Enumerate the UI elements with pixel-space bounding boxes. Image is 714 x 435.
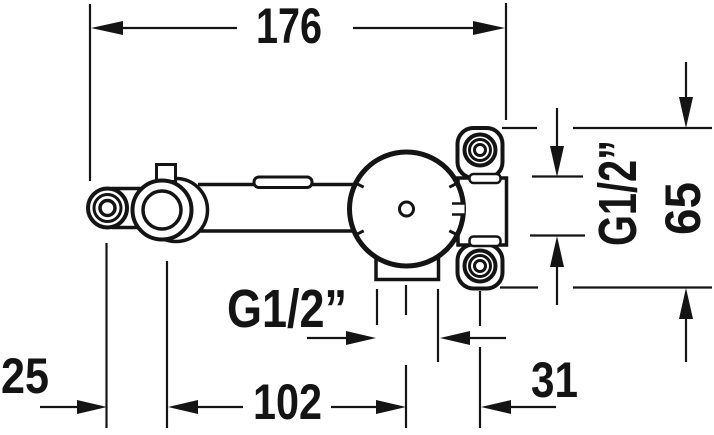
arrowhead-left xyxy=(168,400,198,414)
arrowhead-left xyxy=(440,331,470,345)
top-clamp-bar xyxy=(468,172,502,185)
thread-label-bottom: G1/2” xyxy=(227,279,347,339)
arrowhead-right xyxy=(376,400,406,414)
dim-label-25: 25 xyxy=(1,348,49,404)
thread-label-side: G1/2” xyxy=(588,140,648,246)
handle-ring-inner xyxy=(141,189,183,231)
dimension-bottom-g12: G1/2” xyxy=(227,279,506,345)
arrowhead-up xyxy=(550,236,564,267)
left-port-inner xyxy=(98,198,117,218)
bottom-extension-lines xyxy=(105,243,482,428)
dim-label-176: 176 xyxy=(256,0,322,54)
arrowhead-right xyxy=(346,331,376,345)
bottom-port-mid xyxy=(468,254,492,278)
bottom-port-inner xyxy=(473,259,487,273)
valve-ring-ticks xyxy=(355,182,458,236)
arrowhead-right xyxy=(473,21,505,35)
dimension-right-65: 65 xyxy=(500,62,712,362)
tube-label-plate xyxy=(252,175,314,189)
bottom-clamp-bar xyxy=(468,235,502,248)
dimension-bottom-102: 102 xyxy=(168,374,406,430)
valve-edge-notch xyxy=(452,202,465,216)
left-port-mid xyxy=(92,193,123,223)
arrowhead-left xyxy=(481,400,511,414)
fixture-body xyxy=(86,126,509,291)
arrowhead-left xyxy=(91,21,123,35)
dimension-right-g12: G1/2” xyxy=(530,108,648,305)
dimension-top-176: 176 xyxy=(88,0,508,181)
handle-ring-outer xyxy=(130,178,194,242)
dimension-bottom-25: 25 xyxy=(1,348,107,414)
valve-center-hole xyxy=(398,200,415,218)
arrowhead-up xyxy=(679,288,693,319)
top-port-inner xyxy=(473,143,487,157)
arrowhead-down xyxy=(679,97,693,128)
dim-label-31: 31 xyxy=(531,352,578,408)
dim-label-102: 102 xyxy=(253,374,322,430)
arrowhead-down xyxy=(550,146,564,177)
dimension-bottom-31: 31 xyxy=(481,352,578,414)
top-port-mid xyxy=(468,138,492,162)
dim-label-65: 65 xyxy=(655,182,711,235)
arrowhead-right xyxy=(77,400,107,414)
